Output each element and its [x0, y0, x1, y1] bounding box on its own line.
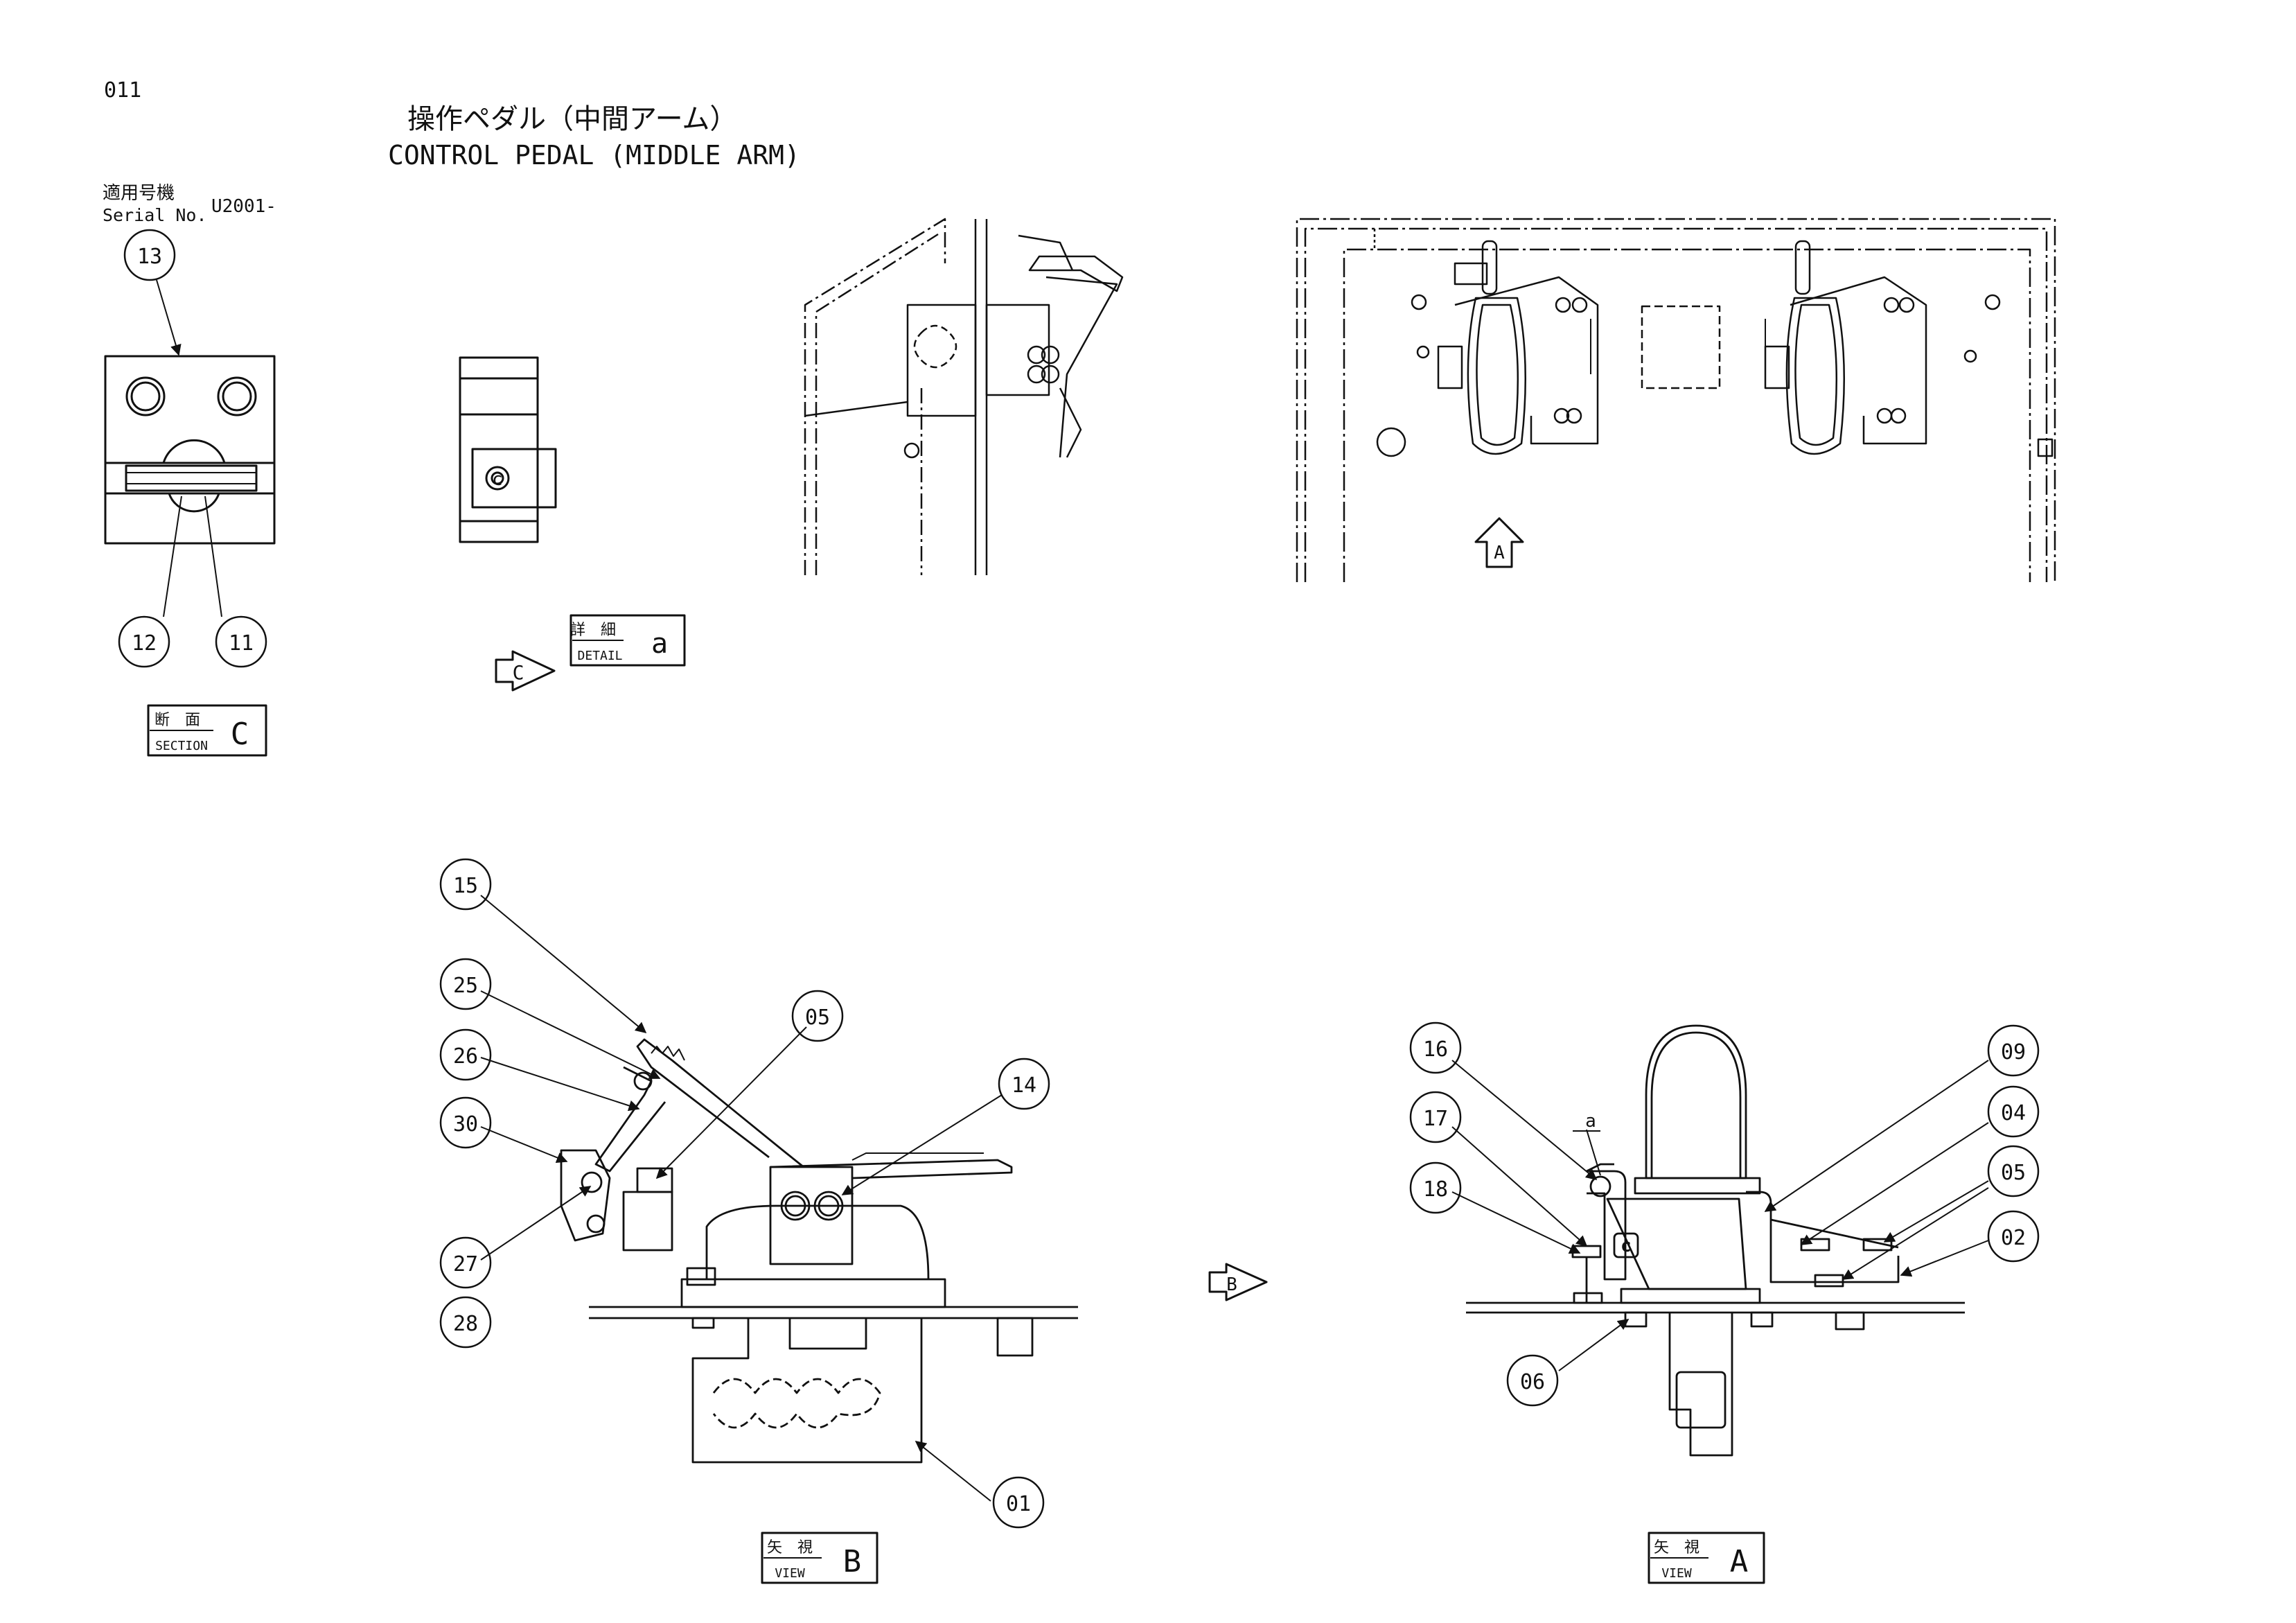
- callout-30: 30: [453, 1112, 478, 1137]
- callout-27: 27: [453, 1252, 478, 1277]
- callout-14: 14: [1012, 1073, 1036, 1098]
- section-c-label-box: [147, 704, 267, 757]
- callout-04: 04: [2001, 1101, 2026, 1125]
- view-b-leaders: [480, 895, 1003, 1502]
- arrow-c-letter: C: [513, 661, 524, 684]
- view-b-label-jp: 矢 視: [767, 1539, 813, 1556]
- callout-25: 25: [453, 974, 478, 998]
- plan-view-drawing: [1296, 218, 2056, 582]
- callout-05-view-b: 05: [805, 1006, 830, 1030]
- view-arrow-a: [1474, 517, 1524, 568]
- callout-circles: [118, 229, 2040, 1529]
- view-a-c-mark: c: [1621, 1236, 1632, 1256]
- arrow-a-letter: A: [1494, 543, 1505, 563]
- callout-17: 17: [1423, 1107, 1448, 1131]
- section-label-en: SECTION: [155, 739, 208, 753]
- arrow-b-letter: B: [1226, 1274, 1237, 1295]
- view-a-label-box: [1648, 1532, 1765, 1584]
- callout-01: 01: [1006, 1492, 1031, 1516]
- view-a-leaders: [1451, 1060, 1989, 1371]
- serial-value: U2001-: [211, 196, 276, 217]
- detail-label-en: DETAIL: [577, 649, 622, 663]
- side-view-drawing: [804, 218, 1124, 575]
- callout-09: 09: [2001, 1040, 2026, 1064]
- view-a-label-en: VIEW: [1661, 1566, 1692, 1581]
- section-c-drawing: [104, 355, 276, 545]
- callout-05-view-a: 05: [2001, 1161, 2026, 1185]
- title-japanese: 操作ペダル（中間アーム）: [407, 103, 738, 135]
- view-b-label-letter: B: [843, 1544, 862, 1579]
- detail-marker-a: a: [1585, 1111, 1596, 1132]
- callout-18: 18: [1423, 1177, 1448, 1202]
- callout-26: 26: [453, 1044, 478, 1069]
- callout-28: 28: [453, 1312, 478, 1336]
- callout-02: 02: [2001, 1226, 2026, 1250]
- detail-label-letter: a: [651, 628, 668, 660]
- section-label-jp: 断 面: [154, 712, 200, 729]
- callout-12: 12: [132, 631, 157, 656]
- title-english: CONTROL PEDAL (MIDDLE ARM): [388, 140, 800, 170]
- detail-label-jp: 詳 細: [570, 622, 616, 639]
- serial-label-english: Serial No.: [103, 205, 207, 225]
- callout-11: 11: [229, 631, 254, 656]
- view-arrow-b: [1208, 1263, 1268, 1301]
- view-b-label-box: [761, 1532, 878, 1584]
- callout-06: 06: [1520, 1370, 1545, 1394]
- view-a-label-jp: 矢 視: [1654, 1539, 1699, 1556]
- callout-15: 15: [453, 874, 478, 898]
- detail-a-label-box: [569, 614, 686, 667]
- serial-label-japanese: 適用号機: [103, 183, 175, 204]
- view-b-drawing: [560, 1038, 1078, 1464]
- section-label-letter: C: [231, 717, 249, 752]
- detail-bracket-drawing: [459, 356, 557, 543]
- callout-16: 16: [1423, 1037, 1448, 1062]
- page-number: 011: [104, 78, 142, 103]
- detail-bracket-c-mark: c: [492, 469, 503, 490]
- view-a-label-letter: A: [1730, 1544, 1749, 1579]
- view-b-label-en: VIEW: [775, 1566, 805, 1581]
- callout-13: 13: [137, 245, 162, 269]
- view-arrow-c: [495, 650, 556, 692]
